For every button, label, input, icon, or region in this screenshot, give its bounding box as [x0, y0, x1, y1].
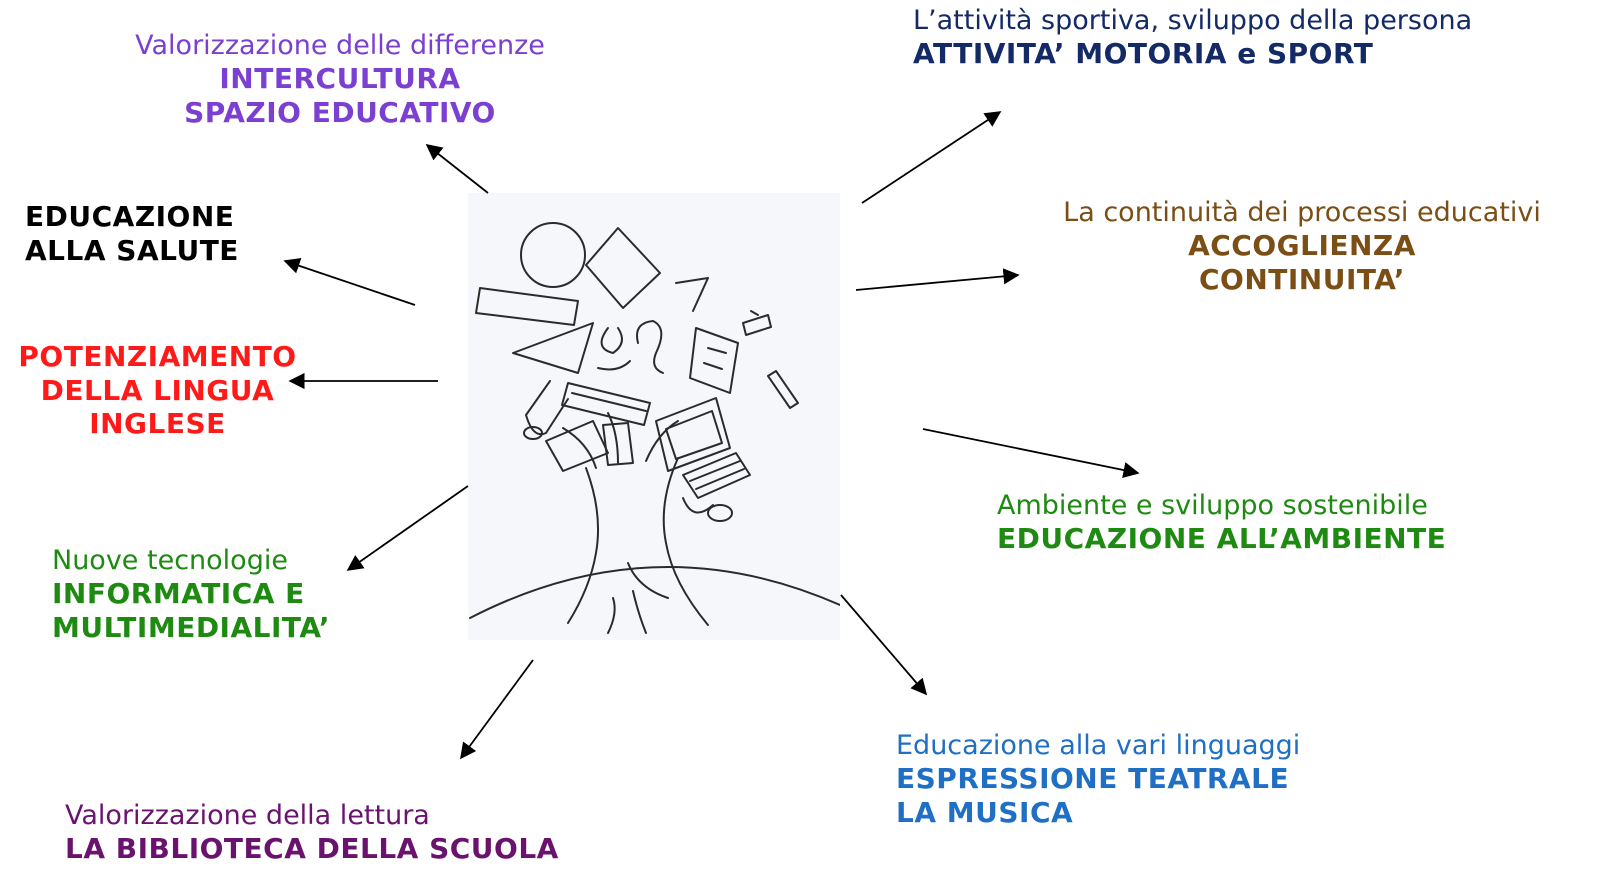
arrow-to-musica [840, 594, 928, 696]
node-intercultura-line-2: SPAZIO EDUCATIVO [184, 95, 496, 129]
node-musica-line-1: ESPRESSIONE TEATRALE [896, 762, 1290, 796]
arrow-to-salute [283, 258, 416, 306]
node-continuita-line-1: ACCOGLIENZA [1188, 229, 1416, 263]
diamond-shape [585, 227, 661, 309]
node-informatica: Nuove tecnologie INFORMATICA E MULTIMEDI… [52, 545, 330, 645]
node-sport-subtitle: L’attività sportiva, sviluppo della pers… [913, 5, 1473, 36]
arrow-to-continuita [855, 268, 1020, 291]
node-inglese: POTENZIAMENTO DELLA LINGUA INGLESE [10, 340, 305, 441]
node-salute-line-1: EDUCAZIONE [25, 200, 235, 233]
node-salute-line-2: ALLA SALUTE [25, 233, 239, 267]
node-informatica-line-2: MULTIMEDIALITA’ [52, 610, 331, 644]
monitor-shape [655, 397, 731, 472]
keyboard-shape [682, 452, 751, 499]
node-ambiente-line-1: EDUCAZIONE ALL’AMBIENTE [997, 522, 1447, 556]
node-continuita-subtitle: La continuità dei processi educativi [1063, 197, 1541, 228]
node-informatica-subtitle: Nuove tecnologie [52, 545, 288, 576]
node-musica-line-2: LA MUSICA [896, 795, 1074, 829]
node-informatica-line-1: INFORMATICA E [52, 577, 305, 611]
node-inglese-line-2: DELLA LINGUA [40, 373, 275, 407]
trunk-right [662, 457, 709, 626]
node-ambiente: Ambiente e sviluppo sostenibile EDUCAZIO… [997, 490, 1446, 556]
arrow-to-sport [861, 111, 1002, 204]
tree-illustration [468, 193, 841, 640]
node-intercultura-subtitle: Valorizzazione delle differenze [135, 30, 545, 61]
node-intercultura: Valorizzazione delle differenze INTERCUL… [110, 30, 570, 130]
node-musica-subtitle: Educazione alla vari linguaggi [896, 730, 1301, 761]
mouse-shape [707, 504, 733, 522]
node-sport-line-1: ATTIVITA’ MOTORIA e SPORT [913, 37, 1374, 71]
arrow-to-ambiente [922, 428, 1140, 479]
node-ambiente-subtitle: Ambiente e sviluppo sostenibile [997, 490, 1428, 521]
node-inglese-line-3: INGLESE [89, 407, 226, 441]
node-salute: EDUCAZIONE ALLA SALUTE [25, 200, 239, 267]
node-continuita-line-2: CONTINUITA’ [1198, 262, 1406, 296]
circle-shape [520, 222, 586, 288]
node-biblioteca-line-1: LA BIBLIOTECA DELLA SCUOLA [65, 832, 559, 866]
trunk-left [567, 467, 600, 624]
node-biblioteca-subtitle: Valorizzazione della lettura [65, 800, 430, 831]
node-biblioteca: Valorizzazione della lettura LA BIBLIOTE… [65, 800, 559, 866]
keyboard-bar [561, 382, 651, 426]
node-intercultura-line-1: INTERCULTURA [219, 62, 461, 96]
ground-arc [469, 566, 841, 619]
arrow-to-informatica [346, 485, 469, 571]
node-musica: Educazione alla vari linguaggi ESPRESSIO… [896, 730, 1300, 830]
triangle-shape [512, 322, 594, 374]
arrow-to-intercultura [425, 143, 489, 194]
arrow-to-biblioteca [460, 659, 534, 760]
node-sport: L’attività sportiva, sviluppo della pers… [913, 5, 1472, 71]
node-inglese-line-1: POTENZIAMENTO [18, 340, 297, 373]
node-continuita: La continuità dei processi educativi ACC… [1042, 197, 1562, 297]
rectangle-shape [475, 287, 579, 326]
